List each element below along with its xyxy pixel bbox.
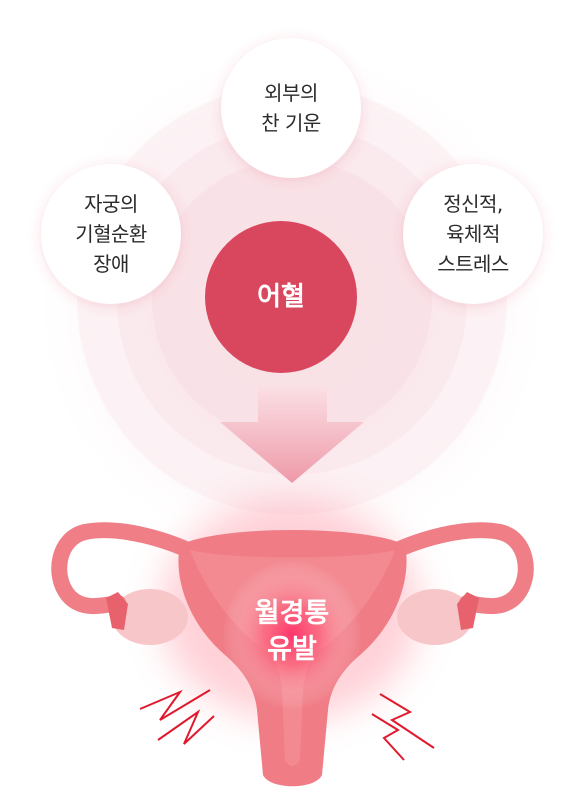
cause-label-left-line1: 자궁의 xyxy=(84,192,138,216)
cause-label-top-line2: 찬 기운 xyxy=(261,111,321,135)
center-circle xyxy=(205,221,357,373)
cause-circle-right xyxy=(403,164,543,304)
cause-label-right-line1: 정신적, xyxy=(443,192,503,216)
cause-label-left-line3: 장애 xyxy=(93,252,129,276)
cause-label-top: 외부의 찬 기운 xyxy=(221,78,361,138)
cause-label-right-line3: 스트레스 xyxy=(437,252,509,276)
cause-circle-left xyxy=(41,164,181,304)
result-label: 월경통 유발 xyxy=(212,596,372,668)
cause-label-top-line1: 외부의 xyxy=(264,81,318,105)
result-label-line2: 유발 xyxy=(267,634,317,665)
cause-label-left: 자궁의 기혈순환 장애 xyxy=(41,189,181,279)
cause-label-right-line2: 육체적 xyxy=(446,222,500,246)
cause-label-left-line2: 기혈순환 xyxy=(75,222,147,246)
uterus-illustration xyxy=(51,500,534,787)
cause-circle-top xyxy=(221,38,361,178)
down-arrow-icon xyxy=(220,386,364,483)
center-label: 어혈 xyxy=(257,282,305,312)
result-label-line1: 월경통 xyxy=(254,598,330,629)
pain-spark-icon xyxy=(139,689,435,761)
cause-label-right: 정신적, 육체적 스트레스 xyxy=(403,189,543,279)
